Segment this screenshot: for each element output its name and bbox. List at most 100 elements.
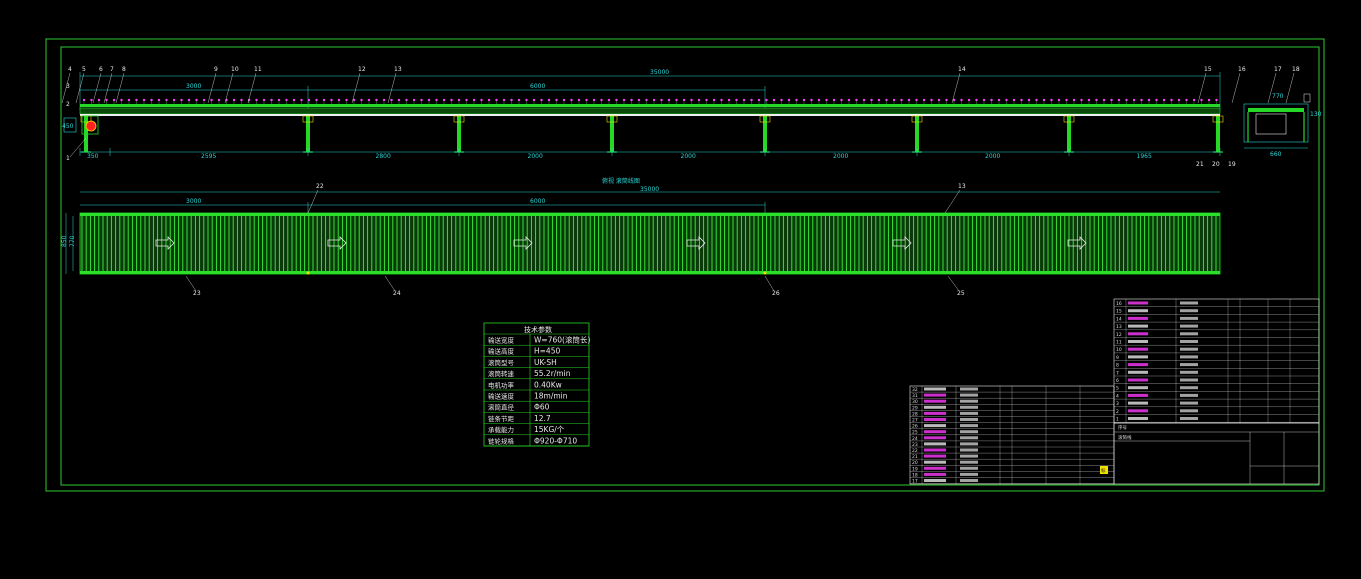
roller-dot <box>187 98 191 102</box>
bom-left-row-number: 22 <box>912 448 918 454</box>
spec-value: UK-SH <box>534 358 557 367</box>
bom-left-row-number: 30 <box>912 399 918 405</box>
spec-key: 滚筒转速 <box>488 369 515 378</box>
roller-dot <box>405 98 408 102</box>
callout-label: 18 <box>1292 66 1300 73</box>
callout-1: 1 <box>66 155 70 162</box>
bom-left-row-number: 26 <box>912 424 918 430</box>
bom-right-row-number: 13 <box>1116 324 1122 330</box>
roller-dot <box>195 98 198 102</box>
plan-title: 俯视 滚筒线图 <box>602 177 640 185</box>
roller-dot <box>1147 98 1151 102</box>
roller-dot <box>1185 98 1188 102</box>
roller-dot <box>345 98 348 102</box>
roller-dot <box>1050 98 1053 102</box>
roller-dot <box>772 98 776 102</box>
bom-right-row-number: 1 <box>1116 417 1119 423</box>
roller-dot <box>165 98 168 102</box>
bom-left-row-number: 20 <box>912 460 918 466</box>
callout-2: 2 <box>66 101 70 108</box>
roller-dot <box>315 98 318 102</box>
support-leg <box>457 116 461 152</box>
roller-dot <box>442 98 446 102</box>
support-leg <box>763 116 767 152</box>
bom-footer-title: 滚筒线 <box>1118 434 1132 441</box>
roller-dot <box>765 98 768 102</box>
bottom-dim-label: 2000 <box>833 153 848 160</box>
roller-dot <box>322 98 326 102</box>
roller-dot <box>1042 98 1046 102</box>
spec-key: 输送速度 <box>488 392 515 401</box>
flow-arrow-icon <box>513 236 533 250</box>
roller-dot <box>300 98 303 102</box>
roller-dot <box>495 98 498 102</box>
spec-value: H=450 <box>534 347 560 356</box>
callout-13-plan: 13 <box>958 183 966 190</box>
roller-dot <box>832 98 836 102</box>
bom-left-row-number: 27 <box>912 418 918 424</box>
roller-dot <box>682 98 686 102</box>
roller-dot <box>585 98 588 102</box>
roller-dot <box>660 98 663 102</box>
callout-25: 25 <box>957 290 965 297</box>
bom-right-row-number: 7 <box>1116 370 1119 376</box>
bom-left-row-number: 31 <box>912 393 918 399</box>
bottom-dim-label: 2800 <box>376 153 391 160</box>
roller-dot <box>810 98 813 102</box>
flow-arrow-icon <box>155 236 175 250</box>
roller-dot <box>1155 98 1158 102</box>
roller-dot <box>967 98 971 102</box>
roller-dot <box>1110 98 1113 102</box>
roller-dot <box>502 98 506 102</box>
support-legs <box>80 115 1224 153</box>
spec-key: 链轮规格 <box>488 436 515 445</box>
roller-dot <box>862 98 866 102</box>
spec-key: 电机功率 <box>488 380 515 389</box>
bom-right-row-number: 8 <box>1116 363 1119 369</box>
plan-segment-6000: 6000 <box>530 198 545 205</box>
bom-left-row-number: 32 <box>912 387 918 393</box>
roller-dot <box>540 98 543 102</box>
roller-dot <box>157 98 161 102</box>
roller-dot <box>637 98 641 102</box>
plan-view: 俯视 滚筒线图 35000 3000 6000 850 770 22 13 23… <box>61 177 1221 297</box>
elev-segment-3000: 3000 <box>186 83 201 90</box>
spec-value: 0.40Kw <box>534 380 562 389</box>
bom-left-row-number: 28 <box>912 411 918 417</box>
roller-dot <box>870 98 873 102</box>
roller-dot <box>1192 98 1196 102</box>
roller-dot <box>982 98 986 102</box>
roller-dot <box>780 98 783 102</box>
plan-roller-bed <box>79 212 1221 275</box>
bom-left-row-number: 25 <box>912 430 918 436</box>
roller-dot <box>1005 98 1008 102</box>
roller-dot <box>262 98 266 102</box>
roller-dot <box>907 98 911 102</box>
roller-dot <box>1027 98 1031 102</box>
callout-24: 24 <box>393 290 401 297</box>
roller-dot <box>960 98 963 102</box>
roller-dot <box>1012 98 1016 102</box>
spec-value: 15KG/个 <box>534 425 565 434</box>
flow-arrows <box>155 236 1087 250</box>
roller-dot <box>945 98 948 102</box>
roller-dot <box>465 98 468 102</box>
roller-dot <box>1215 98 1218 102</box>
roller-dot <box>690 98 693 102</box>
roller-dot <box>915 98 918 102</box>
plan-rollers <box>81 216 1217 271</box>
bottom-dim-label: 1965 <box>1137 153 1152 160</box>
bottom-dim-label: 2000 <box>681 153 696 160</box>
roller-dot <box>645 98 648 102</box>
roller-dot <box>1170 98 1173 102</box>
roller-dot <box>217 98 221 102</box>
roller-dot <box>397 98 401 102</box>
roller-dot <box>847 98 851 102</box>
roller-dot <box>352 98 356 102</box>
roller-dot <box>135 98 138 102</box>
roller-dot <box>232 98 236 102</box>
conveyor-frame-top <box>80 104 1220 107</box>
roller-dot <box>277 98 281 102</box>
